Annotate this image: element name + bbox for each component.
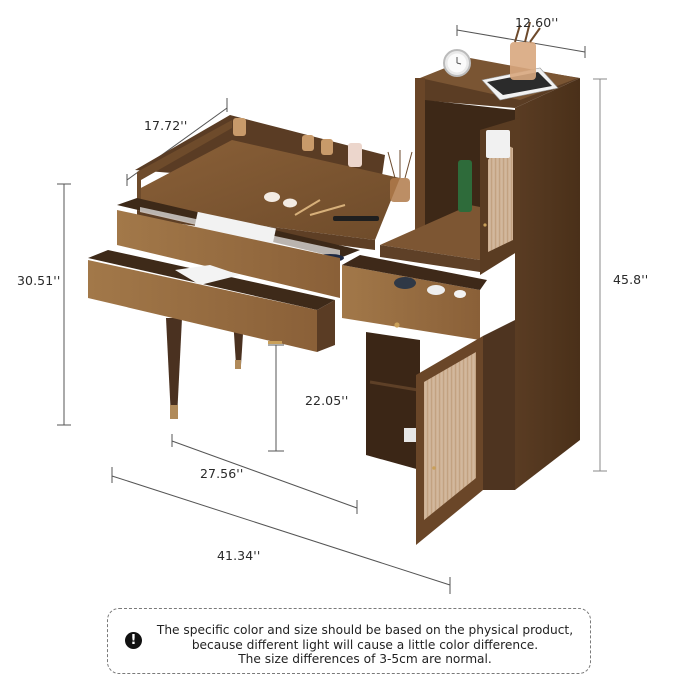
dimension-desk-height: 30.51'' xyxy=(17,273,61,288)
dimension-total-width: 41.34'' xyxy=(217,548,261,563)
storage-cabinet xyxy=(342,58,580,545)
dimension-knee-clearance: 22.05'' xyxy=(305,393,349,408)
dimension-cabinet-height: 45.8'' xyxy=(613,272,649,287)
notice-line-1: The specific color and size should be ba… xyxy=(156,623,574,637)
dimension-desk-depth: 17.72'' xyxy=(144,118,188,133)
notice-line-2: because different light will cause a lit… xyxy=(191,637,539,652)
dimension-lines xyxy=(57,25,607,594)
disclaimer-notice: ! The specific color and size should be … xyxy=(107,608,591,674)
top-shelf-decor xyxy=(443,21,559,212)
desk xyxy=(88,115,413,352)
desk-legs xyxy=(166,318,244,419)
exclamation-circle-icon: ! xyxy=(125,632,142,649)
notice-text: The specific color and size should be ba… xyxy=(148,623,582,667)
notice-line-3: The size differences of 3-5cm are normal… xyxy=(238,652,492,666)
dimension-top-shelf-width: 12.60'' xyxy=(515,15,559,30)
dimension-desk-width: 27.56'' xyxy=(200,466,244,481)
